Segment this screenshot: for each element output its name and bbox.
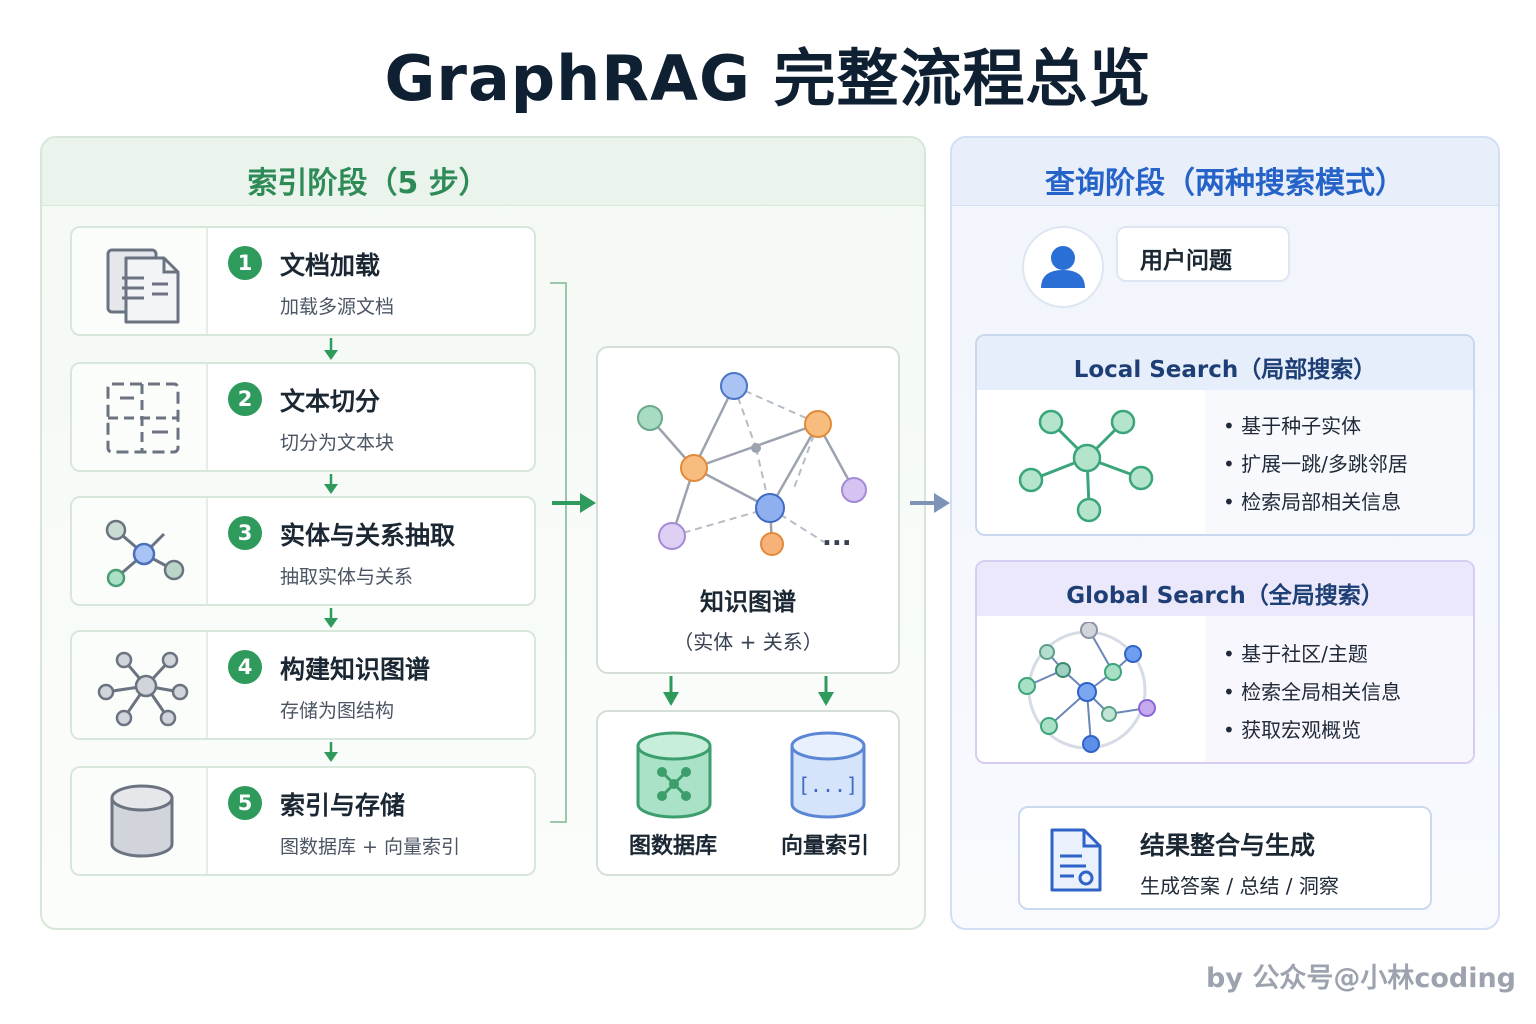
query-header xyxy=(952,138,1498,206)
global-search-title: Global Search（全局搜索） xyxy=(1066,583,1384,609)
step-number: 5 xyxy=(228,786,262,820)
step-text-splitting: 2 文本切分 切分为文本块 xyxy=(70,362,536,472)
graph-ellipsis: ... xyxy=(822,522,852,552)
step-description: 抽取实体与关系 xyxy=(280,566,414,588)
step-description: 存储为图结构 xyxy=(280,700,395,722)
local-bullet: • 基于种子实体 xyxy=(1223,414,1362,438)
vector-index-label: 向量索引 xyxy=(780,834,869,859)
avatar xyxy=(1022,226,1104,308)
step-number: 2 xyxy=(228,382,262,416)
local-search-card: Local Search（局部搜索） • 基于种子实体 • 扩展一跳/多跳邻居 … xyxy=(975,334,1475,536)
global-search-card: Global Search（全局搜索） • 基于社区/主题 • 检索全局相关信息… xyxy=(975,560,1475,764)
knowledge-graph-card: ... 知识图谱 （实体 + 关系） xyxy=(596,346,900,674)
local-graph-icon xyxy=(1018,409,1154,523)
step-document-loading: 1 文档加载 加载多源文档 xyxy=(70,226,536,336)
step-name: 实体与关系抽取 xyxy=(280,521,456,550)
local-bullet: • 扩展一跳/多跳邻居 xyxy=(1223,452,1408,476)
step-name: 索引与存储 xyxy=(280,791,406,820)
global-bullet: • 基于社区/主题 xyxy=(1223,642,1368,666)
indexing-title: 索引阶段（5 步） xyxy=(247,166,489,201)
vector-glyph: [...] xyxy=(798,773,858,797)
step-description: 图数据库 + 向量索引 xyxy=(280,836,460,858)
graph-database-label: 图数据库 xyxy=(628,834,717,859)
result-description: 生成答案 / 总结 / 洞察 xyxy=(1140,874,1339,898)
entity-relation-icon xyxy=(105,519,185,588)
step-description: 加载多源文档 xyxy=(280,296,395,318)
page-title: GraphRAG 完整流程总览 xyxy=(384,42,1152,115)
storage-card: [...] 图数据库 向量索引 xyxy=(596,710,900,876)
step-number: 3 xyxy=(228,516,262,550)
step-description: 切分为文本块 xyxy=(280,432,395,454)
step-number: 4 xyxy=(228,650,262,684)
knowledge-graph-sublabel: （实体 + 关系） xyxy=(673,630,823,654)
vector-index-icon: [...] xyxy=(790,731,866,819)
user-question-label: 用户问题 xyxy=(1140,248,1232,274)
graph-database-icon xyxy=(636,731,712,819)
result-title: 结果整合与生成 xyxy=(1140,831,1316,860)
step-name: 构建知识图谱 xyxy=(280,655,431,684)
step-number: 1 xyxy=(228,246,262,280)
documents-icon xyxy=(106,248,180,324)
user-icon xyxy=(1041,246,1085,288)
graph-icon xyxy=(97,651,189,727)
global-bullet: • 获取宏观概览 xyxy=(1223,718,1362,742)
step-entity-extraction: 3 实体与关系抽取 抽取实体与关系 xyxy=(70,496,536,606)
step-name: 文本切分 xyxy=(280,387,381,416)
database-icon xyxy=(110,784,174,858)
step-index-storage: 5 索引与存储 图数据库 + 向量索引 xyxy=(70,766,536,876)
knowledge-graph-icon xyxy=(637,372,867,556)
query-title: 查询阶段（两种搜索模式） xyxy=(1045,166,1405,201)
result-card: 结果整合与生成 生成答案 / 总结 / 洞察 xyxy=(1018,806,1432,910)
user-question-box: 用户问题 xyxy=(1116,226,1290,282)
step-build-graph: 4 构建知识图谱 存储为图结构 xyxy=(70,630,536,740)
watermark: by 公众号@小林coding xyxy=(1206,963,1517,994)
local-search-title: Local Search（局部搜索） xyxy=(1073,357,1377,383)
step-name: 文档加载 xyxy=(280,251,381,280)
local-bullet: • 检索局部相关信息 xyxy=(1223,490,1402,514)
split-blocks-icon xyxy=(106,382,180,454)
indexing-header xyxy=(42,138,924,206)
global-graph-icon xyxy=(1018,622,1156,753)
document-result-icon xyxy=(1050,828,1102,892)
global-bullet: • 检索全局相关信息 xyxy=(1223,680,1402,704)
knowledge-graph-label: 知识图谱 xyxy=(700,588,796,616)
